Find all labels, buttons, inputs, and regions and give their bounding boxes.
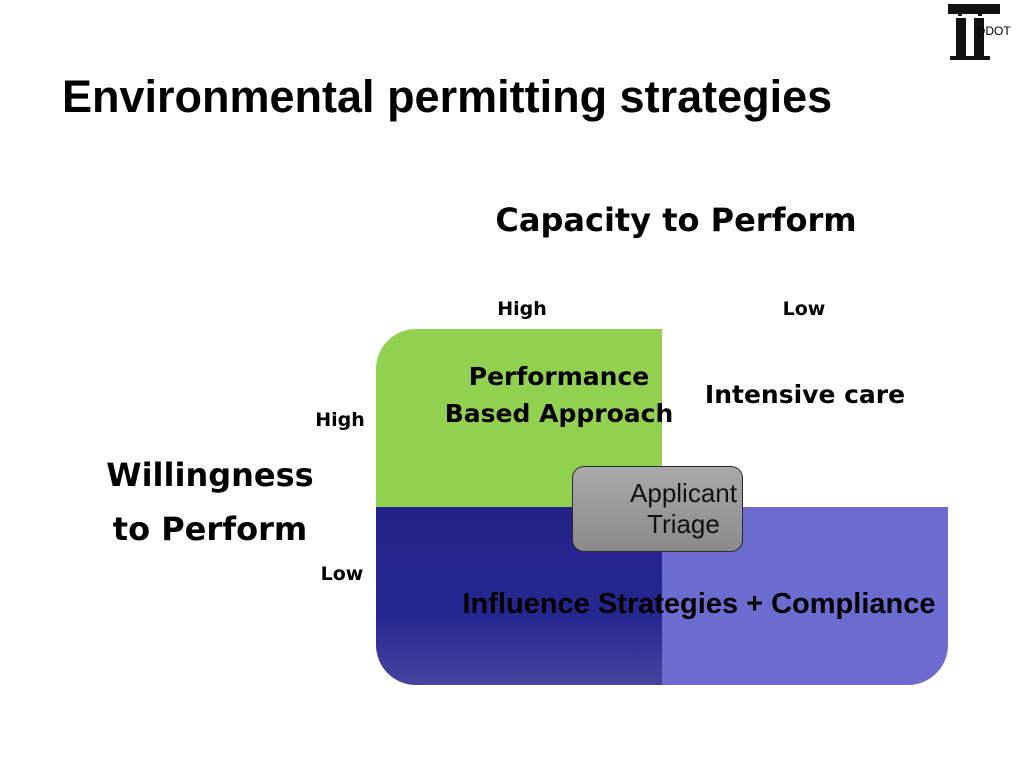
row-label-high: High [315,409,365,431]
willingness-axis-title: Willingness to Perform [106,456,314,548]
column-label-high: High [497,298,547,320]
odot-logo-icon [948,4,1000,60]
applicant-triage-label: Applicant Triage [630,478,737,539]
intensive-care-label: Intensive care [704,380,906,409]
column-label-low: Low [782,298,826,320]
row-label-low: Low [320,563,364,585]
page-title: Environmental permitting strategies [62,71,833,122]
influence-strategies-label: Influence Strategies + Compliance [462,588,936,620]
applicant-triage-box [572,466,743,552]
logo-text: ODOT [976,24,1011,38]
capacity-axis-title: Capacity to Perform [495,201,857,239]
performance-based-approach-label: Performance Based Approach [444,362,674,428]
